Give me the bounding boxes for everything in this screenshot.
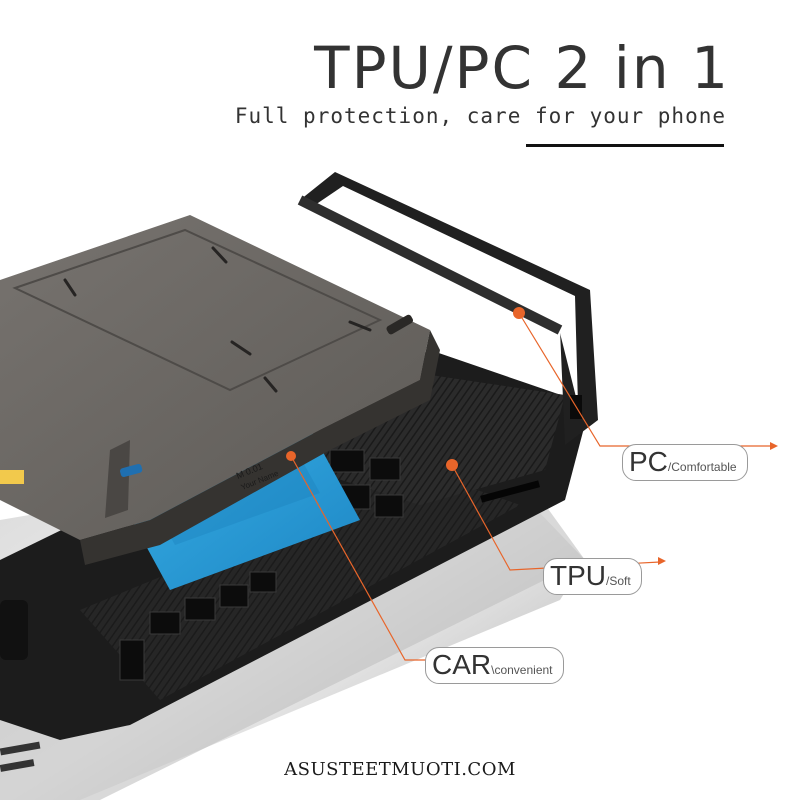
callout-car-sub: \convenient — [491, 663, 553, 677]
callout-dots — [286, 307, 525, 471]
callout-arrows — [658, 442, 778, 565]
callout-tpu: TPU /Soft — [543, 558, 642, 595]
callout-pc-main: PC — [629, 446, 668, 477]
title-underline — [526, 144, 724, 147]
callout-pc: PC /Comfortable — [622, 444, 748, 481]
callout-tpu-main: TPU — [550, 560, 606, 591]
page-subtitle: Full protection, care for your phone — [234, 104, 726, 128]
callout-car: CAR \convenient — [425, 647, 564, 684]
watermark: ASUSTEETMUOTI.COM — [284, 759, 516, 780]
case-back-plate — [0, 215, 440, 565]
callout-car-main: CAR — [432, 649, 492, 680]
page-title: TPU/PC 2 in 1 — [314, 34, 730, 102]
callout-tpu-sub: /Soft — [606, 574, 631, 588]
callout-pc-sub: /Comfortable — [667, 460, 737, 474]
